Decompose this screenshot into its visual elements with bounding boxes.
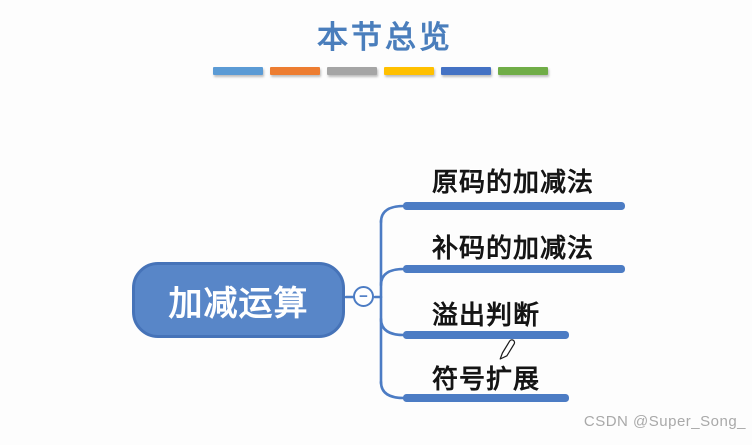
divider-dash-orange <box>270 67 320 75</box>
pencil-cursor-icon <box>499 339 516 360</box>
branch-underline <box>403 331 569 339</box>
title-divider-row <box>213 67 548 75</box>
minus-icon: − <box>359 288 368 305</box>
collapse-toggle-button[interactable]: − <box>353 286 374 307</box>
branch-underline <box>403 202 625 210</box>
divider-dash-dark-blue <box>441 67 491 75</box>
branch-node-overflow-detection[interactable]: 溢出判断 <box>432 300 541 330</box>
divider-dash-gray <box>327 67 377 75</box>
root-node-addsub-operations[interactable]: 加减运算 <box>132 262 345 338</box>
branch-node-sign-magnitude-addsub[interactable]: 原码的加减法 <box>432 167 595 197</box>
divider-dash-yellow <box>384 67 434 75</box>
page-title: 本节总览 <box>317 20 453 56</box>
watermark-text: CSDN @Super_Song_ <box>583 413 746 430</box>
branch-underline <box>403 265 625 273</box>
root-node-label: 加减运算 <box>168 284 309 323</box>
branch-node-sign-extension[interactable]: 符号扩展 <box>432 364 541 394</box>
divider-dash-green <box>498 67 548 75</box>
branch-node-twos-complement-addsub[interactable]: 补码的加减法 <box>432 233 595 263</box>
divider-dash-blue <box>213 67 263 75</box>
branch-underline <box>403 394 569 402</box>
